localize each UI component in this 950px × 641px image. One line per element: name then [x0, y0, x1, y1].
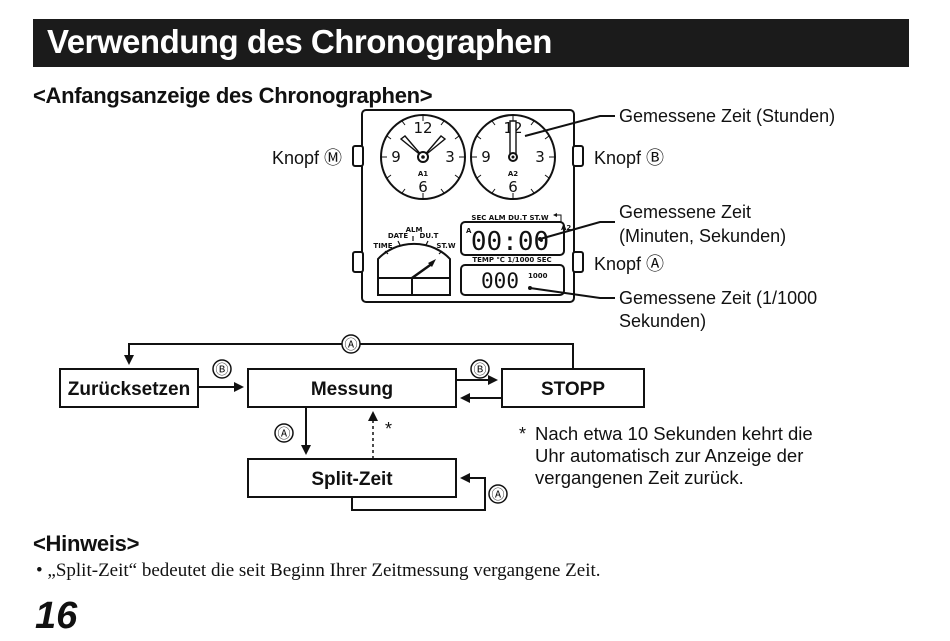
box-stop	[501, 368, 645, 408]
left-dial-12: 12	[413, 119, 432, 137]
mode-label-date: DATE	[388, 232, 408, 240]
lcd-lower-labels: TEMP ℃ 1/1000 SEC	[472, 256, 551, 264]
callout-line-minsec	[539, 221, 615, 240]
mode-label-alm: ALM	[406, 226, 423, 234]
label-knopf-m: Knopf Ⓜ	[272, 148, 342, 168]
btn-a-left: Ⓐ	[277, 427, 290, 442]
right-dial-3: 3	[535, 148, 545, 166]
callout-line-hours	[524, 115, 615, 137]
lcd-upper-labels: SEC ALM DU.T ST.W	[471, 214, 548, 222]
lcd-main-digits: 00:00	[471, 227, 549, 257]
right-dial-label: A2	[508, 170, 518, 178]
label-knopf-b: Knopf Ⓑ	[594, 148, 664, 168]
hint-text: • „Split-Zeit“ bedeutet die seit Beginn …	[36, 560, 601, 581]
button-m-shape	[352, 145, 364, 167]
lcd-upper-side-left: A	[466, 227, 472, 235]
asterisk-mark: *	[385, 419, 392, 439]
note-line-1: Nach etwa 10 Sekunden kehrt die	[535, 423, 813, 444]
btn-a-top: Ⓐ	[344, 338, 357, 353]
box-measure-label: Messung	[311, 379, 393, 400]
lcd-upper-side-right: A2	[561, 224, 571, 232]
left-dial-hand-2	[422, 135, 447, 158]
section-heading-hint: <Hinweis>	[33, 531, 140, 556]
callout-minsec-2: (Minuten, Sekunden)	[619, 226, 786, 246]
left-dial-9: 9	[391, 148, 401, 166]
btn-b-right: Ⓑ	[473, 363, 486, 378]
btn-b-left: Ⓑ	[215, 363, 228, 378]
lcd-upper: SEC ALM DU.T ST.W A A2 00:00	[460, 213, 571, 257]
box-measure	[247, 368, 457, 408]
right-dial-hand	[509, 120, 517, 158]
mode-gauge-pointer	[411, 261, 434, 280]
section-heading-initial-display: <Anfangsanzeige des Chronographen>	[33, 83, 433, 108]
mode-label-time: TIME	[373, 242, 392, 250]
lcd-lower-digits: 000	[481, 269, 519, 293]
page-number: 16	[35, 595, 78, 637]
mode-label-dut: DU.T	[420, 232, 439, 240]
box-split-label: Split-Zeit	[311, 469, 393, 490]
left-subdial: 12 3 6 9 A1	[380, 114, 466, 200]
right-subdial: 12 3 6 9 A2	[470, 114, 556, 200]
title-bar: Verwendung des Chronographen	[33, 19, 909, 67]
button-left-lower-shape	[352, 251, 364, 273]
lcd-lower: TEMP ℃ 1/1000 SEC 000 1000	[460, 256, 565, 296]
box-reset	[59, 368, 199, 408]
label-knopf-a: Knopf Ⓐ	[594, 254, 664, 274]
note-line-3: vergangenen Zeit zurück.	[535, 467, 744, 488]
left-dial-6: 6	[418, 178, 428, 196]
arrow-split-loop	[351, 473, 486, 511]
button-a-shape	[572, 251, 584, 273]
callout-ms-2: Sekunden)	[619, 311, 706, 331]
left-dial-3: 3	[445, 148, 455, 166]
left-dial-label: A1	[418, 170, 428, 178]
lcd-lower-small-digits: 1000	[528, 272, 548, 280]
callout-hours: Gemessene Zeit (Stunden)	[619, 106, 835, 126]
right-dial-9: 9	[481, 148, 491, 166]
button-b-shape	[572, 145, 584, 167]
callout-line-ms	[529, 287, 615, 299]
box-split	[247, 458, 457, 498]
right-dial-6: 6	[508, 178, 518, 196]
page-title: Verwendung des Chronographen	[47, 23, 552, 60]
note-asterisk: *	[519, 424, 527, 444]
box-stop-label: STOPP	[541, 379, 605, 400]
note-line-2: Uhr automatisch zur Anzeige der	[535, 445, 804, 466]
mode-label-stw: ST.W	[436, 242, 455, 250]
btn-a-right: Ⓐ	[491, 488, 504, 503]
mode-gauge: ALM DATE DU.T TIME ST.W	[373, 226, 456, 296]
left-dial-hand-1	[399, 135, 424, 158]
callout-minsec-1: Gemessene Zeit	[619, 202, 751, 222]
callout-ms-1: Gemessene Zeit (1/1000	[619, 288, 817, 308]
box-reset-label: Zurücksetzen	[68, 379, 190, 400]
